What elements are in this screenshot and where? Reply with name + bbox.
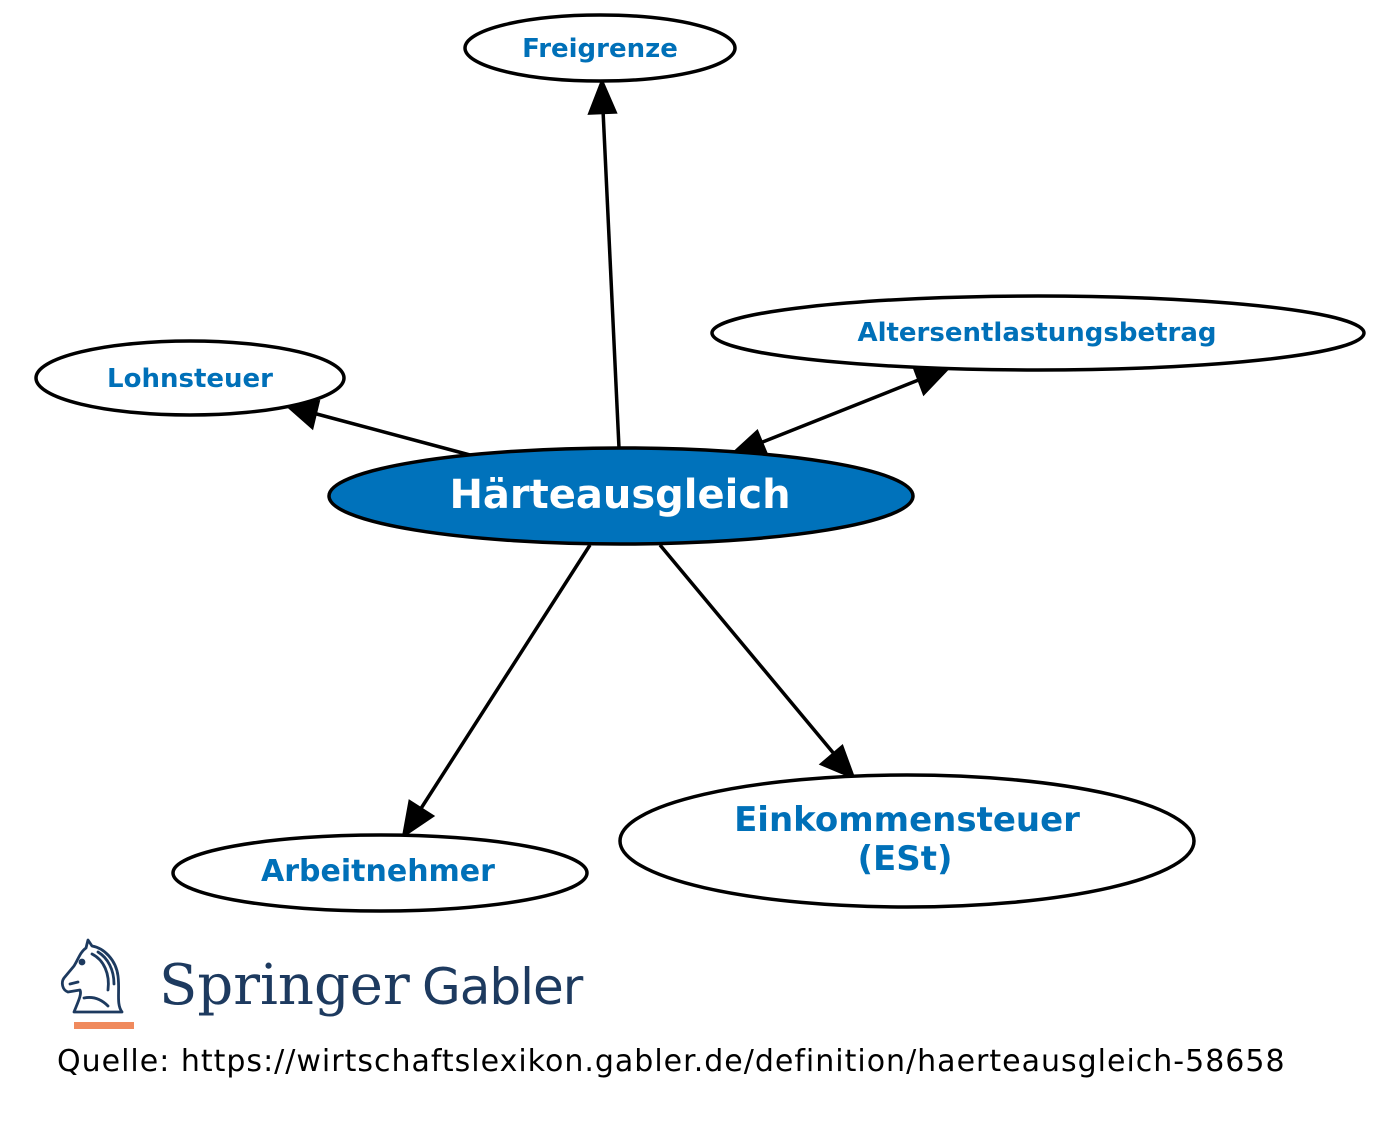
edge-to-lohnsteuer xyxy=(312,411,471,457)
node-label-arbeitnehmer: Arbeitnehmer xyxy=(261,854,495,889)
node-label-einkommensteuer-line1: Einkommensteuer xyxy=(734,800,1080,840)
springer-gabler-logo: Springer Gabler xyxy=(60,938,585,1029)
edge-to-freigrenze xyxy=(601,109,621,449)
edge-to-altersentlastungsbetrag xyxy=(759,377,922,445)
node-label-freigrenze: Freigrenze xyxy=(522,34,678,64)
arrowhead-einkommensteuer xyxy=(818,744,857,781)
concept-diagram: Freigrenze Altersentlastungsbetrag Lohns… xyxy=(34,13,1366,913)
logo-underline xyxy=(74,1022,134,1029)
node-label-einkommensteuer-line2: (ESt) xyxy=(857,839,952,879)
node-einkommensteuer: Einkommensteuer (ESt) xyxy=(618,773,1196,909)
arrowhead-altersentlastungsbetrag xyxy=(912,367,950,397)
knight-chess-piece-icon xyxy=(60,938,124,1014)
node-haerteausgleich: Härteausgleich xyxy=(327,446,915,546)
node-label-lohnsteuer: Lohnsteuer xyxy=(107,364,273,394)
node-lohnsteuer: Lohnsteuer xyxy=(34,339,346,417)
node-freigrenze: Freigrenze xyxy=(463,13,737,83)
node-label-haerteausgleich: Härteausgleich xyxy=(449,472,790,518)
node-label-altersentlastungsbetrag: Altersentlastungsbetrag xyxy=(857,318,1216,348)
edge-to-einkommensteuer xyxy=(658,543,837,757)
arrowhead-arbeitnehmer xyxy=(401,799,436,839)
edge-to-arbeitnehmer xyxy=(418,544,592,811)
brand-name-gabler: Gabler xyxy=(422,958,584,1016)
node-altersentlastungsbetrag: Altersentlastungsbetrag xyxy=(710,294,1366,372)
node-arbeitnehmer: Arbeitnehmer xyxy=(171,833,589,913)
brand-name-springer: Springer xyxy=(159,953,410,1018)
source-citation: Quelle: https://wirtschaftslexikon.gable… xyxy=(57,1044,1286,1079)
arrowhead-freigrenze xyxy=(587,77,618,115)
